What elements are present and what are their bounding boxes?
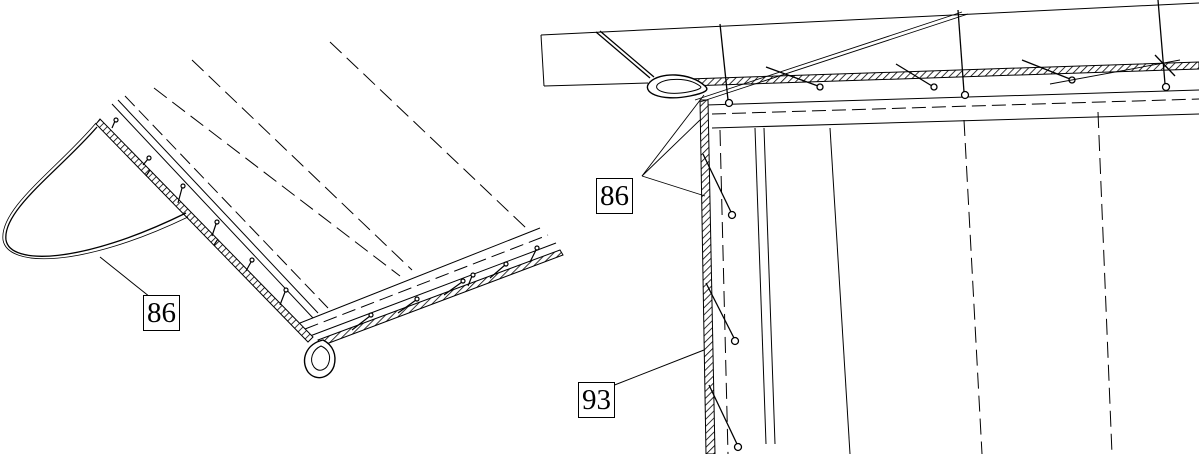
reference-label-93-right: 93 [578, 382, 615, 418]
left-rope-side [95, 118, 314, 343]
left-corner-loop [303, 339, 336, 379]
left-leader-86 [99, 256, 151, 298]
left-side-pins [111, 117, 289, 306]
left-bottom-pins [351, 245, 540, 331]
right-leaders-86 [641, 94, 706, 197]
reference-label-86-left: 86 [143, 295, 180, 331]
right-figure [540, 0, 1199, 454]
right-leader-93 [611, 349, 705, 387]
right-top-beam [540, 2, 1199, 87]
reference-label-86-right: 86 [596, 178, 633, 214]
left-figure [2, 41, 564, 379]
right-sheet-band [705, 89, 1199, 129]
left-rope-bottom [317, 249, 564, 347]
right-diagonal-ties [694, 11, 1181, 103]
left-edge-band [299, 227, 557, 337]
right-side-pins [702, 153, 743, 452]
right-sheet-verticals [719, 111, 1113, 454]
right-rope-top [687, 61, 1199, 87]
right-tie-rods [595, 0, 1176, 108]
left-tie-loop [5, 126, 187, 257]
right-rope-side [699, 99, 716, 454]
left-sheet-lines [111, 41, 527, 319]
